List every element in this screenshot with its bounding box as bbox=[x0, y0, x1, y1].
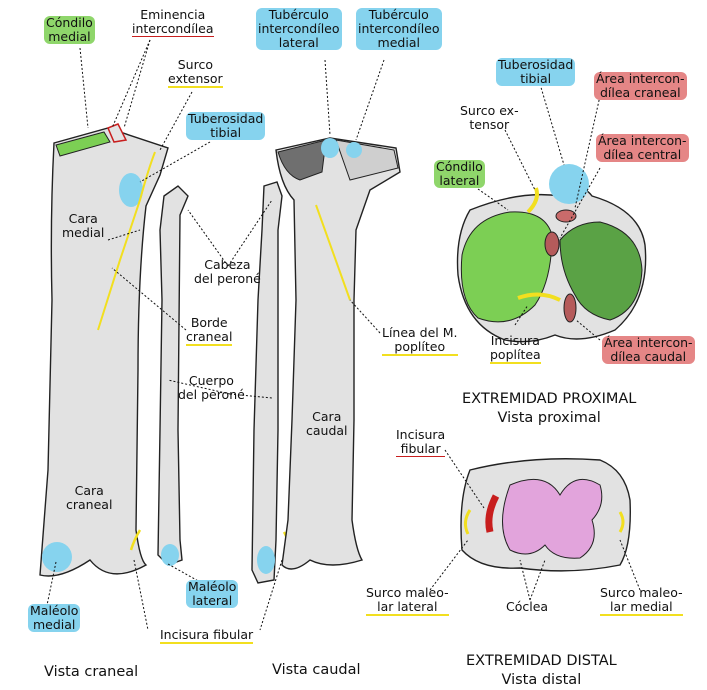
tibia-caudal-view bbox=[275, 137, 401, 570]
caption-vista-caudal: Vista caudal bbox=[272, 662, 361, 678]
distal-extremity bbox=[460, 458, 631, 572]
label-condilo-medial: Cóndilo medial bbox=[44, 15, 95, 44]
caption-extremidad-distal: EXTREMIDAD DISTAL Vista distal bbox=[466, 653, 617, 688]
label-borde-craneal: Borde craneal bbox=[186, 315, 233, 346]
label-maleolo-medial: Maléolo medial bbox=[28, 603, 81, 632]
label-cabeza-perone: Cabeza del peroné bbox=[194, 257, 261, 286]
label-incisura-fibular: Incisura fibular bbox=[160, 627, 254, 644]
label-cara-medial: Cara medial bbox=[62, 211, 105, 240]
label-area-intercondilea-caudal: Área intercon- dílea caudal bbox=[602, 335, 695, 364]
proximal-extremity bbox=[456, 164, 647, 343]
label-incisura-fibular-distal: Incisura fibular bbox=[396, 427, 446, 457]
label-cara-caudal: Cara caudal bbox=[306, 409, 348, 438]
label-area-intercondilea-central: Área intercon- dílea central bbox=[596, 133, 689, 162]
label-cara-craneal: Cara craneal bbox=[66, 483, 113, 512]
tibia-cranial-view bbox=[39, 123, 169, 577]
fibula-cranial-view bbox=[157, 185, 189, 566]
label-tuberosidad-tibial: Tuberosidad tibial bbox=[186, 111, 266, 140]
label-tuberculo-lateral: Tubérculo intercondíleo lateral bbox=[256, 7, 342, 50]
label-incisura-poplitea: Incisura poplítea bbox=[490, 333, 541, 364]
caption-vista-craneal: Vista craneal bbox=[44, 664, 139, 680]
label-surco-extensor: Surco extensor bbox=[168, 57, 223, 88]
label-cuerpo-perone: Cuerpo del peroné bbox=[178, 373, 245, 402]
label-linea-popliteo: Línea del M. poplíteo bbox=[382, 325, 458, 356]
caption-extremidad-proximal: EXTREMIDAD PROXIMAL Vista proximal bbox=[462, 391, 637, 426]
label-maleolo-lateral: Maléolo lateral bbox=[186, 579, 239, 608]
label-condilo-lateral: Cóndilo lateral bbox=[434, 159, 485, 188]
label-eminencia-intercondilea: Eminencia intercondílea bbox=[132, 7, 214, 37]
label-prox-tuberosidad-tibial: Tuberosidad tibial bbox=[496, 57, 576, 86]
label-surco-extensor-proximal: Surco ex- tensor bbox=[460, 103, 519, 132]
label-coclea: Cóclea bbox=[506, 599, 549, 614]
label-surco-maleolar-medial: Surco maleo- lar medial bbox=[600, 585, 683, 616]
fibula-caudal-view bbox=[251, 181, 289, 584]
label-area-intercondilea-craneal: Área intercon- dílea craneal bbox=[594, 71, 687, 100]
label-surco-maleolar-lateral: Surco maleo- lar lateral bbox=[366, 585, 449, 616]
leader-lines bbox=[45, 39, 641, 631]
label-tuberculo-medial: Tubérculo intercondíleo medial bbox=[356, 7, 442, 50]
